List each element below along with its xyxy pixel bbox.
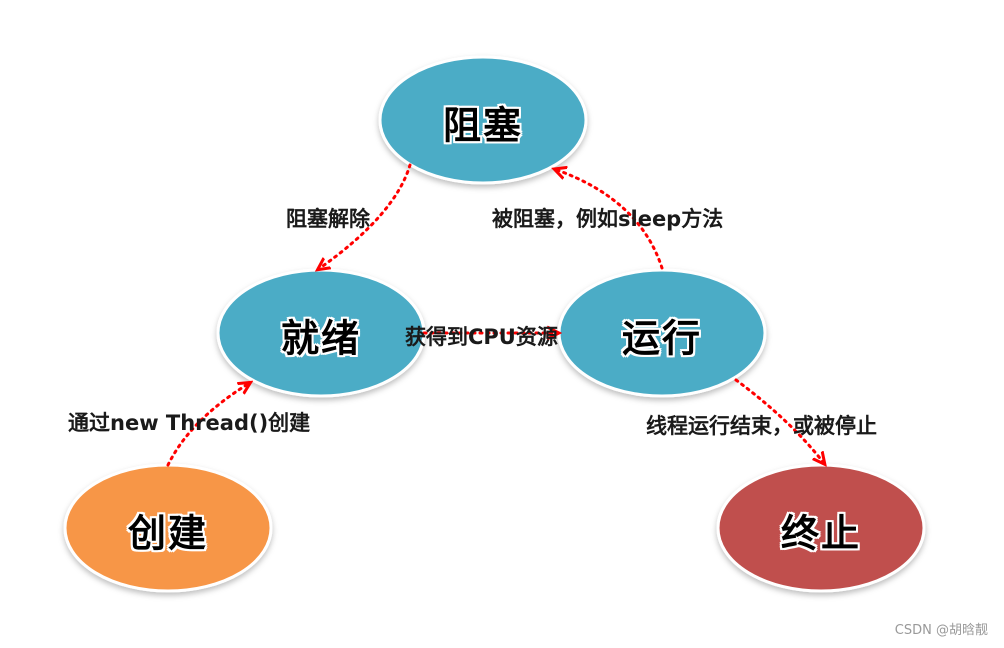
node-blocked (378, 55, 588, 185)
edge-label-finish: 线程运行结束，或被停止 (646, 414, 877, 438)
node-label-terminated: 终止 (780, 511, 862, 556)
node-label-running: 运行 (621, 316, 703, 361)
node-label-blocked: 阻塞 (442, 103, 524, 148)
node-label-created: 创建 (127, 511, 209, 556)
watermark: CSDN @胡晗靓 (894, 623, 988, 638)
edge-label-get-cpu: 获得到CPU资源 (405, 325, 558, 349)
arrow-created-to-ready (166, 384, 248, 467)
arrow-running-to-blocked (557, 170, 664, 270)
node-label-ready: 就绪 (280, 316, 362, 361)
edge-label-create: 通过new Thread()创建 (68, 411, 311, 435)
arrow-blocked-to-ready (320, 163, 412, 268)
arrow-running-to-terminated (734, 378, 823, 462)
edge-label-unblock: 阻塞解除 (286, 207, 370, 231)
edge-label-block: 被阻塞，例如sleep方法 (492, 207, 724, 231)
